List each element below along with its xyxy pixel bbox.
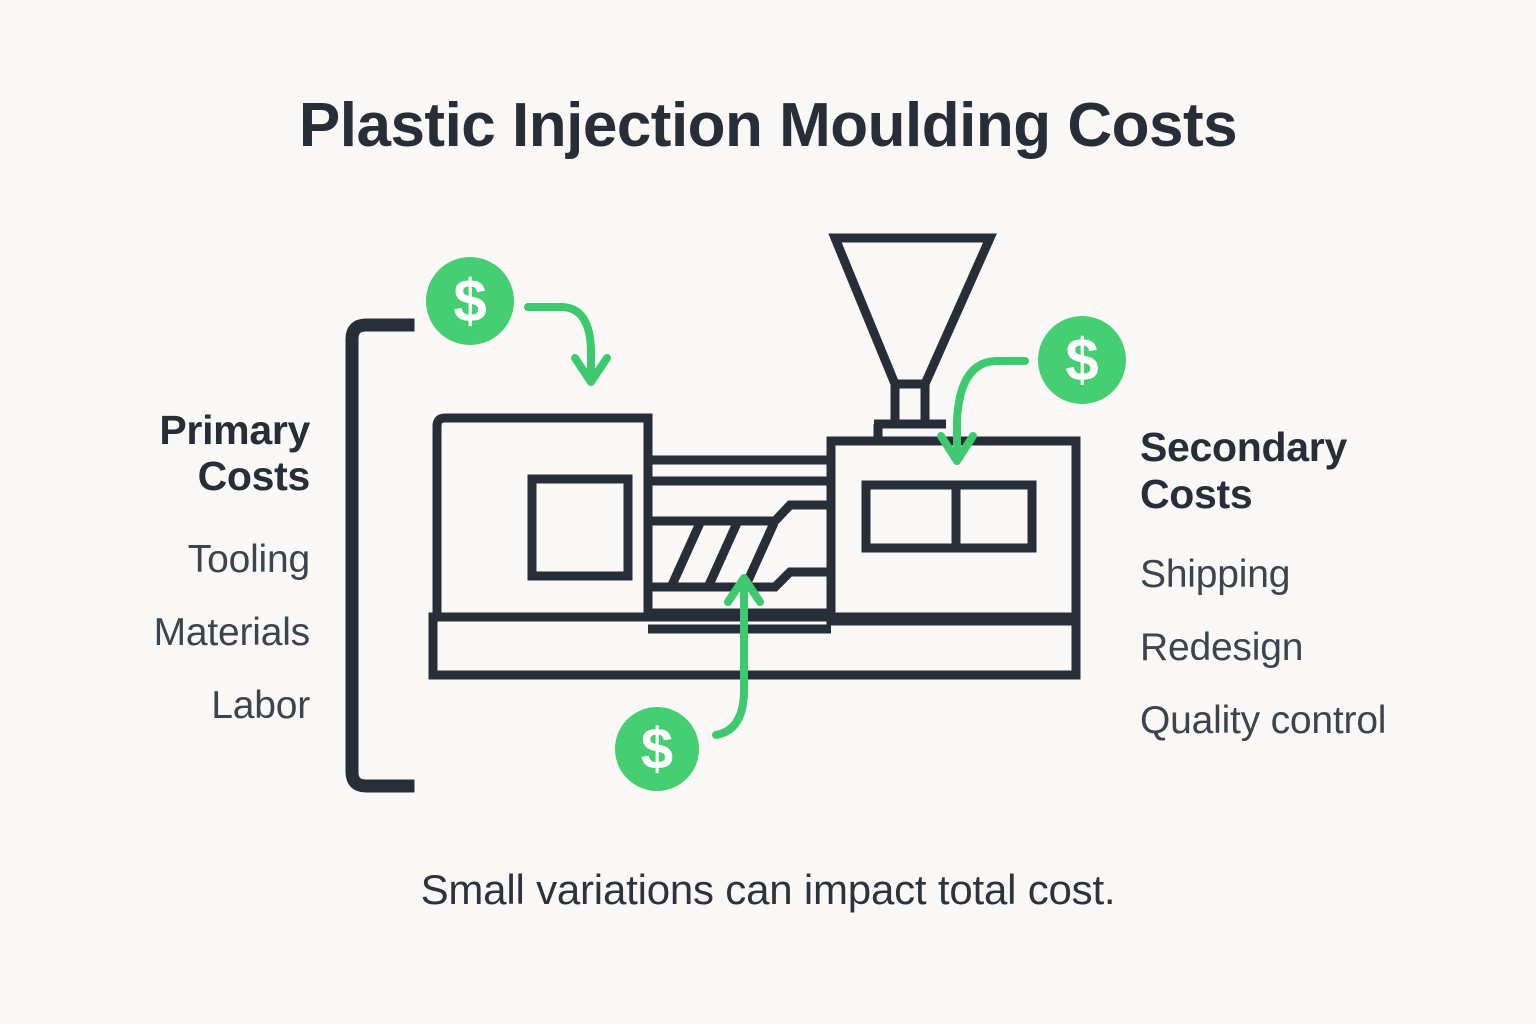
hopper-neck bbox=[890, 384, 930, 424]
list-item: Redesign bbox=[1140, 626, 1304, 670]
list-item: Tooling bbox=[187, 537, 310, 581]
primary-costs-column: Primary Costs Tooling Materials Labor bbox=[20, 407, 311, 743]
primary-costs-list: Tooling Materials Labor bbox=[20, 524, 311, 743]
hopper bbox=[828, 233, 997, 389]
secondary-costs-heading-line2: Costs bbox=[1140, 470, 1253, 517]
dollar-coin-icon-bottom: $ bbox=[615, 707, 699, 791]
dollar-coin-icon-top-left: $ bbox=[426, 257, 514, 345]
clamping-unit bbox=[432, 413, 653, 621]
list-item: Labor bbox=[211, 683, 310, 727]
barrel-lower-contour bbox=[648, 567, 831, 592]
primary-costs-bracket bbox=[345, 318, 415, 793]
arrow-primary-costs bbox=[524, 303, 611, 386]
secondary-costs-list: Shipping Redesign Quality control bbox=[1140, 539, 1520, 758]
secondary-costs-column: Secondary Costs Shipping Redesign Qualit… bbox=[1140, 424, 1520, 758]
machine-base bbox=[428, 612, 1081, 680]
dollar-symbol: $ bbox=[641, 717, 673, 782]
page-title: Plastic Injection Moulding Costs bbox=[298, 91, 1238, 160]
dollar-symbol: $ bbox=[1065, 327, 1098, 394]
dollar-symbol: $ bbox=[453, 268, 486, 335]
primary-costs-heading: Primary Costs bbox=[20, 407, 311, 500]
mould-cavity-outer bbox=[861, 480, 1037, 553]
barrel-upper-contour bbox=[648, 500, 831, 526]
list-item: Quality control bbox=[1140, 699, 1387, 743]
dollar-coin-icon-top-right: $ bbox=[1038, 316, 1126, 404]
mould-window bbox=[527, 474, 633, 581]
page-caption: Small variations can impact total cost. bbox=[420, 866, 1116, 913]
arrow-barrel-costs bbox=[712, 574, 764, 739]
arrow-secondary-costs bbox=[937, 357, 1029, 465]
injection-unit bbox=[826, 436, 1081, 626]
secondary-costs-heading: Secondary Costs bbox=[1140, 424, 1520, 517]
screw-flights bbox=[667, 521, 779, 587]
list-item: Shipping bbox=[1140, 553, 1291, 597]
primary-costs-heading-line1: Primary bbox=[159, 407, 310, 453]
secondary-costs-heading-line1: Secondary bbox=[1140, 424, 1347, 470]
primary-costs-heading-line2: Costs bbox=[197, 452, 311, 499]
list-item: Materials bbox=[153, 610, 311, 654]
